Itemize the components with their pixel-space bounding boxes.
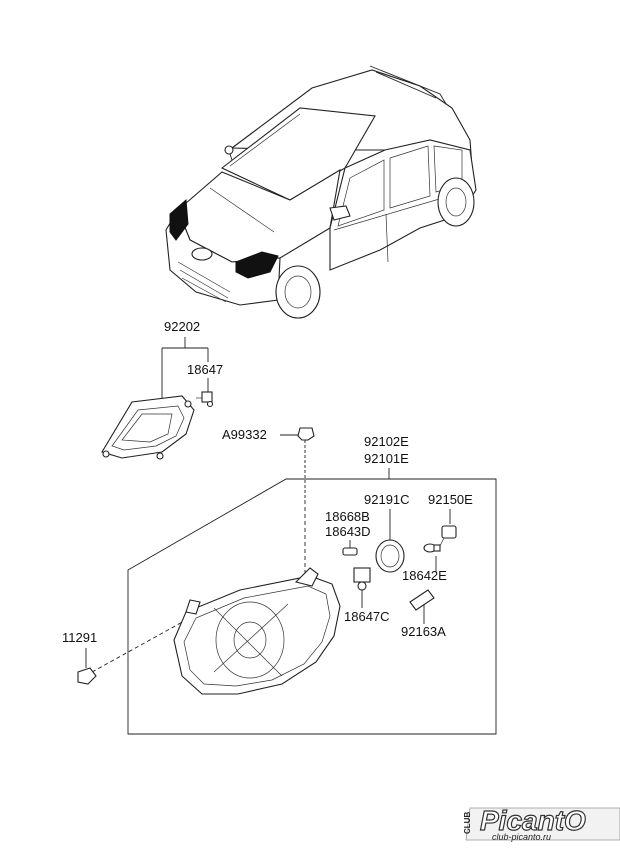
bulb-socket-cap xyxy=(375,539,405,573)
watermark-site: club-picanto.ru xyxy=(492,832,551,842)
label-18643D: 18643D xyxy=(325,524,371,539)
car-illustration xyxy=(165,65,477,319)
label-92191C: 92191C xyxy=(364,492,410,507)
watermark-logo: PicantO CLUB club-picanto.ru xyxy=(463,804,620,842)
label-92101E: 92101E xyxy=(364,451,409,466)
label-18647C: 18647C xyxy=(344,609,390,624)
label-92202: 92202 xyxy=(164,319,200,334)
label-18642E: 18642E xyxy=(402,568,447,583)
fog-bulb xyxy=(196,391,214,408)
socket xyxy=(439,525,457,547)
fog-lamp-assembly xyxy=(101,395,195,460)
label-A99332: A99332 xyxy=(222,427,267,442)
label-92102E: 92102E xyxy=(364,434,409,449)
headlamp-assembly xyxy=(173,567,341,695)
headlamp-group-frame xyxy=(127,478,497,735)
watermark-club: CLUB xyxy=(463,812,472,834)
bulb-wedge xyxy=(342,547,358,556)
bulb-small xyxy=(423,543,441,553)
label-11291: 11291 xyxy=(62,630,97,645)
bolt xyxy=(77,667,97,685)
watermark-brand: PicantO xyxy=(480,805,586,836)
actuator xyxy=(409,589,435,611)
label-92150E: 92150E xyxy=(428,492,473,507)
bulb-main xyxy=(353,567,371,591)
label-18647: 18647 xyxy=(187,362,223,377)
label-18668B: 18668B xyxy=(325,509,370,524)
aim-screw xyxy=(297,427,315,578)
label-92163A: 92163A xyxy=(401,624,446,639)
